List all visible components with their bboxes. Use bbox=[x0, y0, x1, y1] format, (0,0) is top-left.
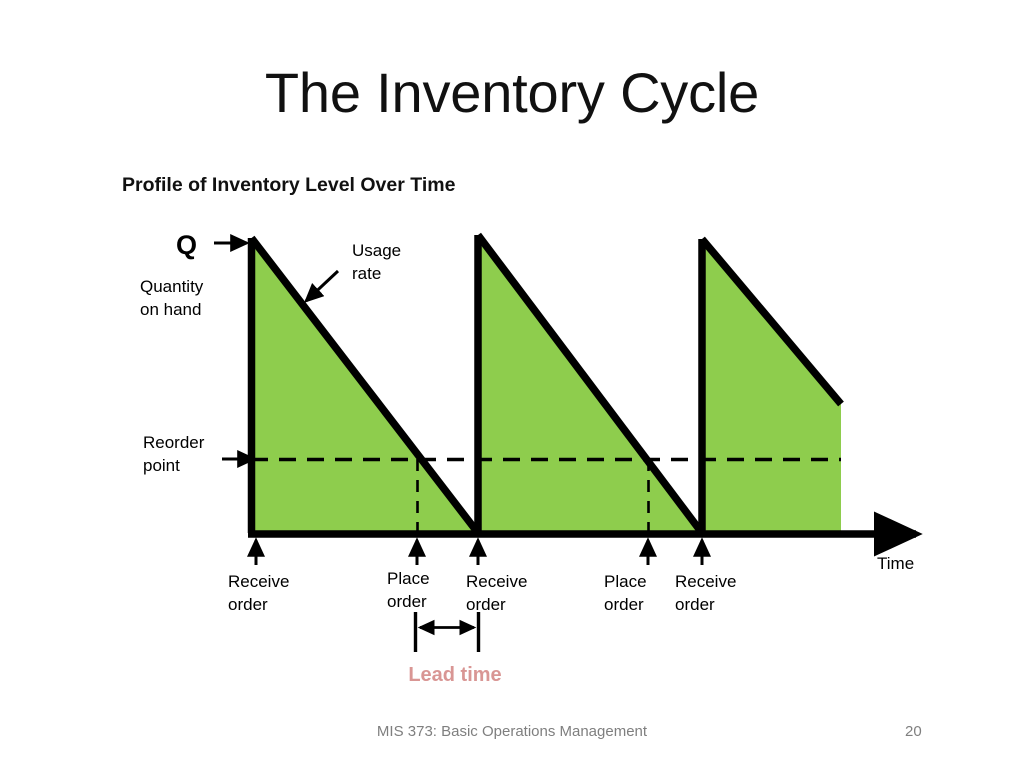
page-title: The Inventory Cycle bbox=[264, 61, 760, 124]
y-axis-label-quantity-on-hand: Quantity on hand bbox=[140, 277, 204, 319]
usage-slope-1 bbox=[248, 235, 481, 536]
usage-slope-3 bbox=[699, 236, 844, 407]
inventory-fill-cycle-3 bbox=[702, 241, 841, 533]
x-axis-label-time: Time bbox=[877, 554, 915, 573]
usage-slope-2 bbox=[475, 232, 705, 536]
event-label-place-order-1: Place order bbox=[387, 569, 430, 611]
event-label-receive-order-3: Receive order bbox=[675, 572, 737, 614]
annotation-usage-rate: Usage rate bbox=[352, 241, 402, 283]
inventory-fill-areas bbox=[251, 237, 841, 533]
inventory-level-curve bbox=[247, 232, 844, 536]
axis-label-q: Q bbox=[176, 230, 198, 260]
footer-course-name: MIS 373: Basic Operations Management bbox=[376, 723, 648, 740]
event-label-place-order-2: Place order bbox=[604, 572, 647, 614]
annotation-lead-time: Lead time bbox=[408, 664, 502, 686]
usage-rate-leader-arrow bbox=[304, 269, 340, 303]
lead-time-bracket bbox=[413, 612, 481, 652]
annotation-reorder-point: Reorder point bbox=[143, 433, 205, 475]
chart-subtitle: Profile of Inventory Level Over Time bbox=[122, 174, 456, 196]
event-label-receive-order-2: Receive order bbox=[466, 572, 528, 614]
event-tick-arrows bbox=[247, 537, 711, 565]
footer-page-number: 20 bbox=[905, 723, 922, 740]
event-label-receive-order-1: Receive order bbox=[228, 572, 290, 614]
